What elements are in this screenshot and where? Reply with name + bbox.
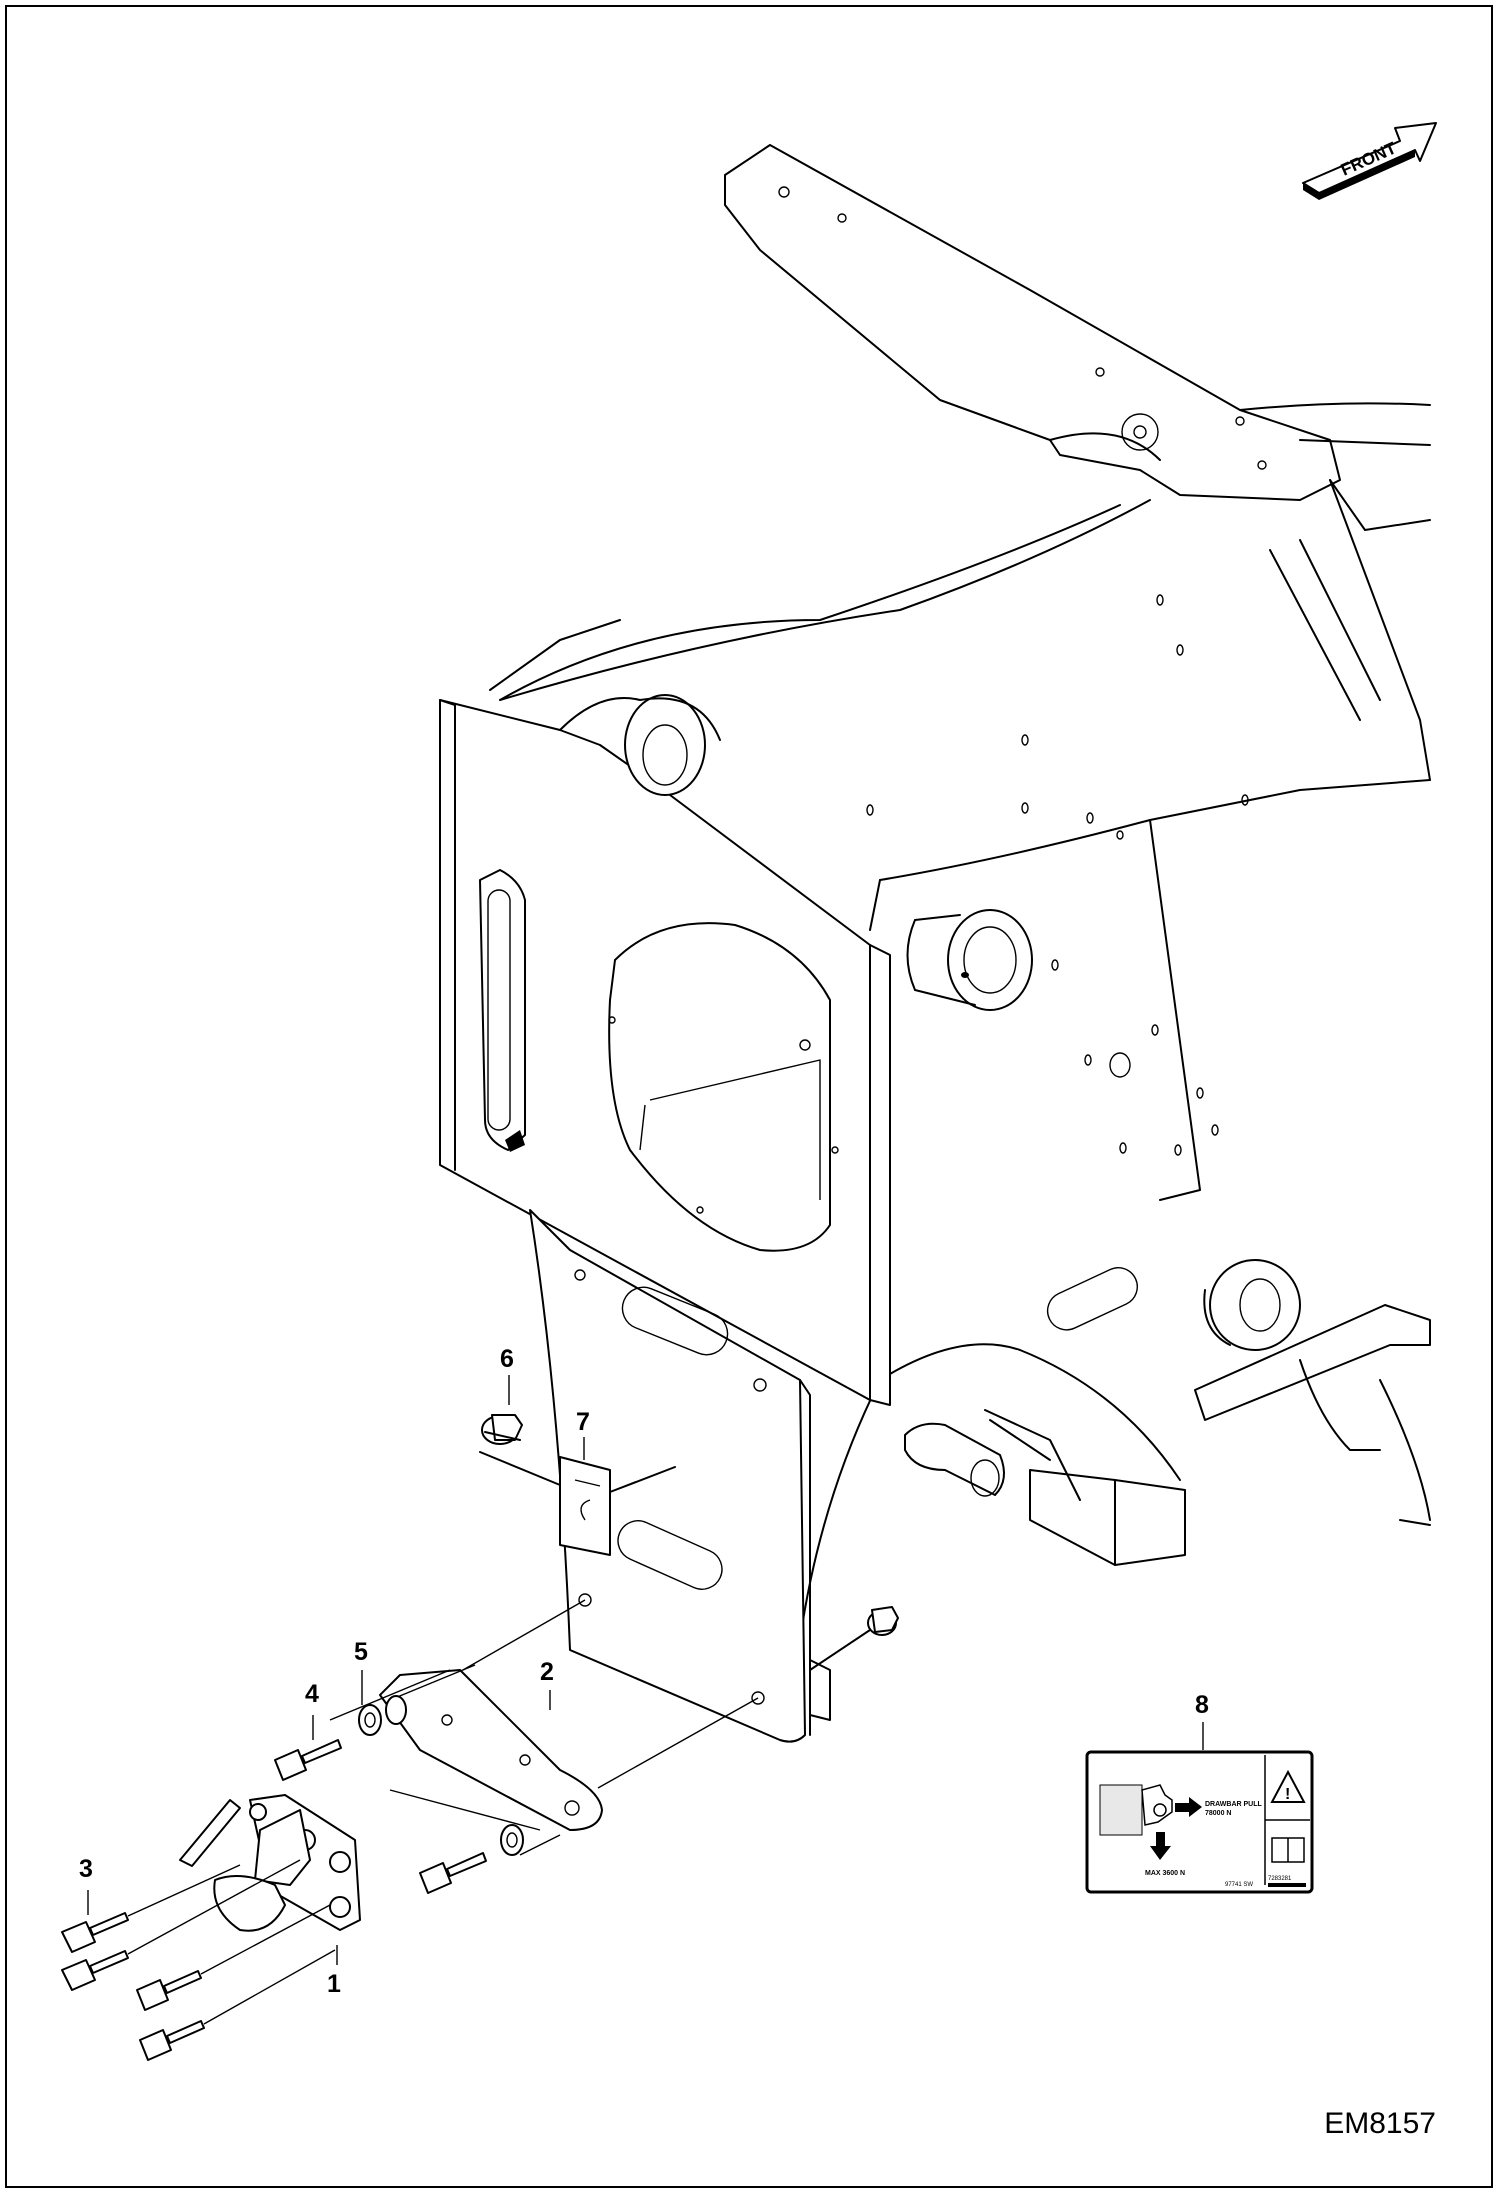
decal-code-left: 97741 SW	[1225, 1882, 1253, 1888]
decal-code-right: 7283281	[1268, 1876, 1292, 1882]
tow-hook-1	[179, 1794, 361, 1932]
decal-8: ! DRAWBAR PULL 78000 N MAX 3600 N 97741 …	[1085, 1750, 1314, 1894]
frame-holes	[866, 594, 1249, 1156]
drawing-id: EM8157	[1324, 2107, 1436, 2140]
nut-6	[481, 1414, 523, 1445]
callout-8: 8	[1195, 1691, 1209, 1719]
pull-arrow-icon	[1175, 1797, 1202, 1817]
callout-leaders	[87, 1375, 1204, 1965]
decal-7	[479, 1451, 676, 1556]
max-load-label: MAX 3600 N	[1145, 1870, 1185, 1877]
callout-5: 5	[354, 1638, 368, 1666]
bolts-3	[61, 1859, 336, 2061]
barcode-icon	[1268, 1883, 1306, 1887]
drawbar-pull-value: 78000 N	[1205, 1810, 1231, 1817]
callout-3: 3	[79, 1855, 93, 1883]
hitch-plate	[529, 1209, 831, 1743]
callout-4: 4	[305, 1680, 319, 1708]
lower-bushing	[1203, 1259, 1301, 1351]
callout-7: 7	[576, 1408, 590, 1436]
main-chassis	[489, 479, 1431, 1641]
nut-right	[809, 1606, 899, 1671]
page-border	[5, 5, 1493, 2188]
hitch-pictogram-icon	[1099, 1784, 1173, 1836]
front-arrow-icon: FRONT	[1302, 122, 1437, 200]
callout-1: 1	[327, 1970, 341, 1998]
upper-boom-arm	[724, 144, 1431, 531]
washers-5	[358, 1695, 524, 1856]
warning-mark-icon: !	[1285, 1786, 1290, 1803]
warning-triangle-icon	[1270, 1769, 1306, 1803]
down-arrow-icon	[1150, 1832, 1171, 1860]
manual-book-icon	[1271, 1837, 1305, 1863]
bolts-4	[274, 1664, 561, 1894]
callout-2: 2	[540, 1658, 554, 1686]
right-bushing	[906, 909, 1033, 1011]
drawbar-bracket-2	[379, 1669, 603, 1831]
mounting-plate	[439, 694, 891, 1406]
callout-6: 6	[500, 1345, 514, 1373]
drawbar-pull-label: DRAWBAR PULL	[1205, 1801, 1262, 1808]
